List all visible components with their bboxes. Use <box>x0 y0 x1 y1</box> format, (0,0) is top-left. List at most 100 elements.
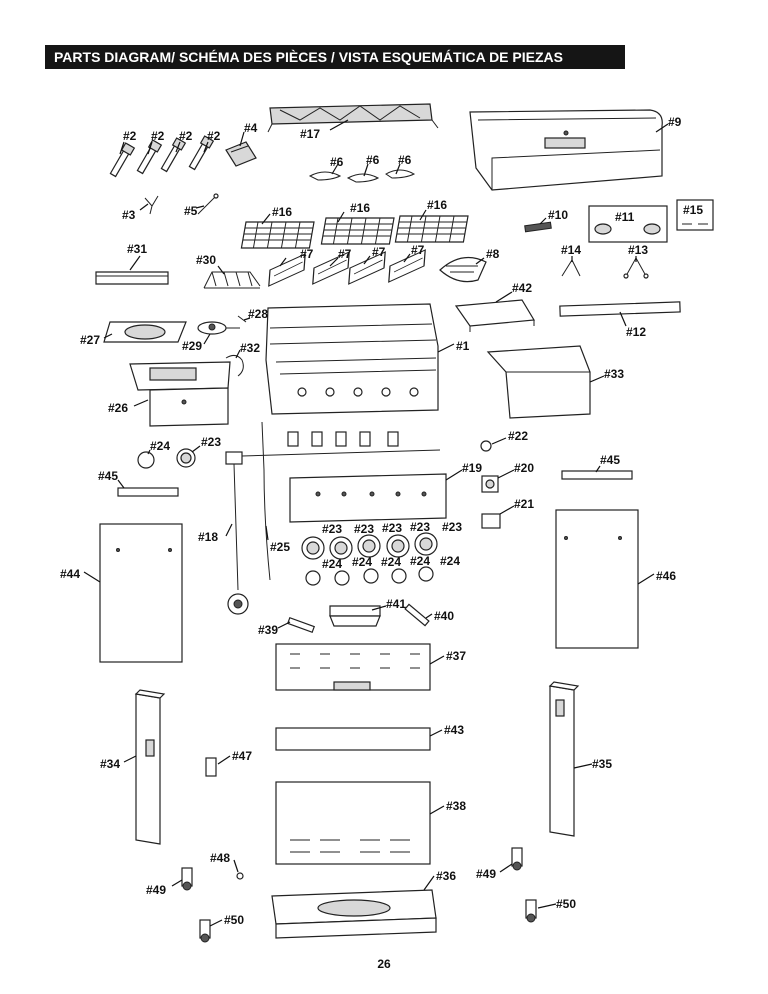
label-part-23: #23 <box>382 521 402 535</box>
part-manifold <box>241 431 441 457</box>
part-15-box <box>676 199 714 231</box>
label-part-2: #2 <box>207 129 221 143</box>
part-6-heat-shields <box>308 169 416 183</box>
label-part-21: #21 <box>514 497 534 511</box>
part-11-box <box>588 205 668 243</box>
label-part-45: #45 <box>600 453 620 467</box>
label-part-44: #44 <box>60 567 80 581</box>
label-part-36: #36 <box>436 869 456 883</box>
part-46-right-door <box>555 509 639 649</box>
label-part-6: #6 <box>398 153 412 167</box>
part-41-grease-tray <box>329 605 381 627</box>
label-part-24: #24 <box>381 555 401 569</box>
label-part-37: #37 <box>446 649 466 663</box>
label-part-49: #49 <box>146 883 166 897</box>
label-part-28: #28 <box>248 307 268 321</box>
label-part-24: #24 <box>410 554 430 568</box>
label-part-11: #11 <box>615 210 635 224</box>
label-part-4: #4 <box>244 121 258 135</box>
part-18-hose-regulator <box>225 451 249 615</box>
part-39-bracket <box>286 616 316 634</box>
label-part-2: #2 <box>151 129 165 143</box>
part-45-right-bar <box>561 470 633 480</box>
part-36-base <box>271 889 437 939</box>
part-10-igniter-module <box>524 221 552 233</box>
part-33-side-cover <box>486 345 591 419</box>
label-part-43: #43 <box>444 723 464 737</box>
page-title: PARTS DIAGRAM/ SCHÉMA DES PIÈCES / VISTA… <box>45 45 625 69</box>
label-part-24: #24 <box>440 554 460 568</box>
label-part-13: #13 <box>628 243 648 257</box>
part-labels: #2 #2 #2 #2 #4 #17 #9 #6 #6 #6 #3 #5 #16… <box>60 115 703 927</box>
label-part-34: #34 <box>100 757 120 771</box>
part-24-knob-side <box>137 451 155 469</box>
part-34-left-frame <box>134 689 166 845</box>
label-part-49: #49 <box>476 867 496 881</box>
label-part-23: #23 <box>201 435 221 449</box>
label-part-18: #18 <box>198 530 218 544</box>
label-part-24: #24 <box>322 557 342 571</box>
label-part-24: #24 <box>150 439 170 453</box>
part-2-valve-fittings <box>109 135 215 178</box>
part-48-screw <box>236 872 244 880</box>
part-49-caster-left <box>181 867 193 891</box>
part-50-caster-left <box>199 919 211 943</box>
label-part-16: #16 <box>350 201 370 215</box>
label-part-23: #23 <box>322 522 342 536</box>
label-part-29: #29 <box>182 339 202 353</box>
part-14-hook <box>561 258 581 277</box>
label-part-40: #40 <box>434 609 454 623</box>
part-5-electrode <box>197 193 219 215</box>
part-17-warming-rack <box>267 103 439 133</box>
label-part-24: #24 <box>352 555 372 569</box>
label-part-38: #38 <box>446 799 466 813</box>
label-part-22: #22 <box>508 429 528 443</box>
label-part-23: #23 <box>442 520 462 534</box>
part-1-firebox <box>265 303 439 415</box>
label-part-7: #7 <box>338 247 352 261</box>
part-20-igniter <box>481 475 499 493</box>
page-number: 26 <box>377 957 391 971</box>
leader-lines <box>83 119 669 927</box>
label-part-30: #30 <box>196 253 216 267</box>
label-part-32: #32 <box>240 341 260 355</box>
label-part-7: #7 <box>372 245 386 259</box>
label-part-20: #20 <box>514 461 534 475</box>
label-part-41: #41 <box>386 597 406 611</box>
label-part-16: #16 <box>427 198 447 212</box>
part-23-bezel-side <box>176 448 196 468</box>
label-part-47: #47 <box>232 749 252 763</box>
part-23-bezels <box>301 532 438 560</box>
part-7-flame-tamers <box>268 249 426 287</box>
label-part-46: #46 <box>656 569 676 583</box>
label-part-3: #3 <box>122 208 136 222</box>
part-49-caster-right <box>511 847 523 871</box>
part-3-clip <box>144 195 159 215</box>
label-part-27: #27 <box>80 333 100 347</box>
part-31-side-shelf-top <box>95 271 169 285</box>
part-32-wire <box>225 354 244 377</box>
label-part-19: #19 <box>462 461 482 475</box>
part-25-wire <box>261 421 271 581</box>
label-part-50: #50 <box>556 897 576 911</box>
label-part-45: #45 <box>98 469 118 483</box>
part-28-pin <box>237 315 247 323</box>
label-part-23: #23 <box>354 522 374 536</box>
label-part-8: #8 <box>486 247 500 261</box>
part-35-right-frame <box>548 681 580 837</box>
part-22-nut <box>480 440 492 452</box>
part-50-caster-right <box>525 899 537 923</box>
label-part-7: #7 <box>411 243 425 257</box>
label-part-2: #2 <box>179 129 193 143</box>
part-26-side-burner-box <box>129 361 231 427</box>
part-8-side-burner-grate <box>439 256 487 283</box>
label-part-25: #25 <box>270 540 290 554</box>
part-24-knobs <box>305 566 434 586</box>
label-part-5: #5 <box>184 204 198 218</box>
label-part-26: #26 <box>108 401 128 415</box>
label-part-16: #16 <box>272 205 292 219</box>
part-47-hinge <box>205 757 217 777</box>
label-part-15: #15 <box>683 203 703 217</box>
label-part-17: #17 <box>300 127 320 141</box>
